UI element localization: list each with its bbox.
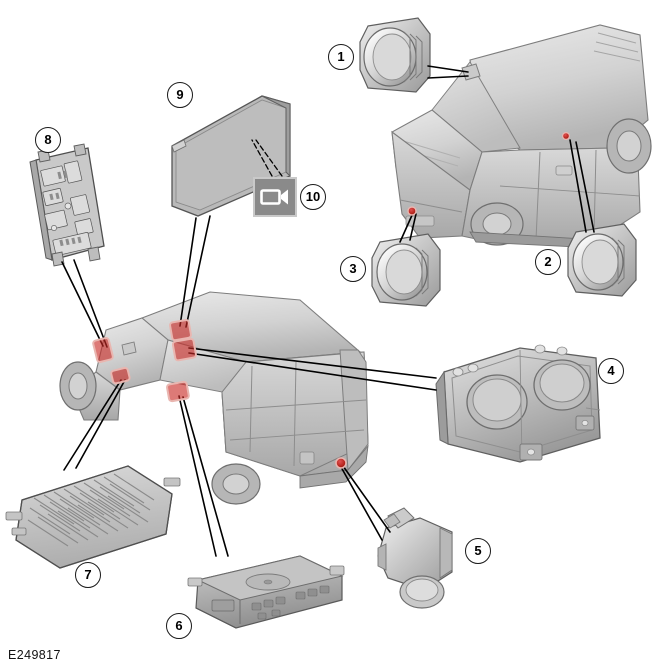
component-front-camera xyxy=(359,17,431,93)
component-parking-aid-module xyxy=(187,555,345,629)
component-right-side-camera xyxy=(567,223,637,297)
callout-3[interactable]: 3 xyxy=(340,256,366,282)
lower-vehicle-view xyxy=(59,291,369,505)
callout-2[interactable]: 2 xyxy=(535,249,561,275)
location-markers xyxy=(92,132,570,469)
callout-10[interactable]: 10 xyxy=(300,184,326,210)
leader-lines xyxy=(61,65,595,557)
callout-6[interactable]: 6 xyxy=(166,613,192,639)
component-fuse-box xyxy=(29,143,105,267)
component-climate-control xyxy=(435,344,601,463)
callout-7[interactable]: 7 xyxy=(75,562,101,588)
component-audio-amplifier xyxy=(5,465,181,569)
upper-vehicle-view xyxy=(391,24,652,249)
callout-8[interactable]: 8 xyxy=(35,127,61,153)
component-left-side-camera xyxy=(371,233,441,307)
callout-4[interactable]: 4 xyxy=(598,358,624,384)
video-camera-icon xyxy=(253,177,297,217)
callout-9[interactable]: 9 xyxy=(167,82,193,108)
callout-5[interactable]: 5 xyxy=(465,538,491,564)
callout-1[interactable]: 1 xyxy=(328,44,354,70)
component-rear-parking-sensor xyxy=(377,507,453,609)
figure-id: E249817 xyxy=(8,648,61,662)
